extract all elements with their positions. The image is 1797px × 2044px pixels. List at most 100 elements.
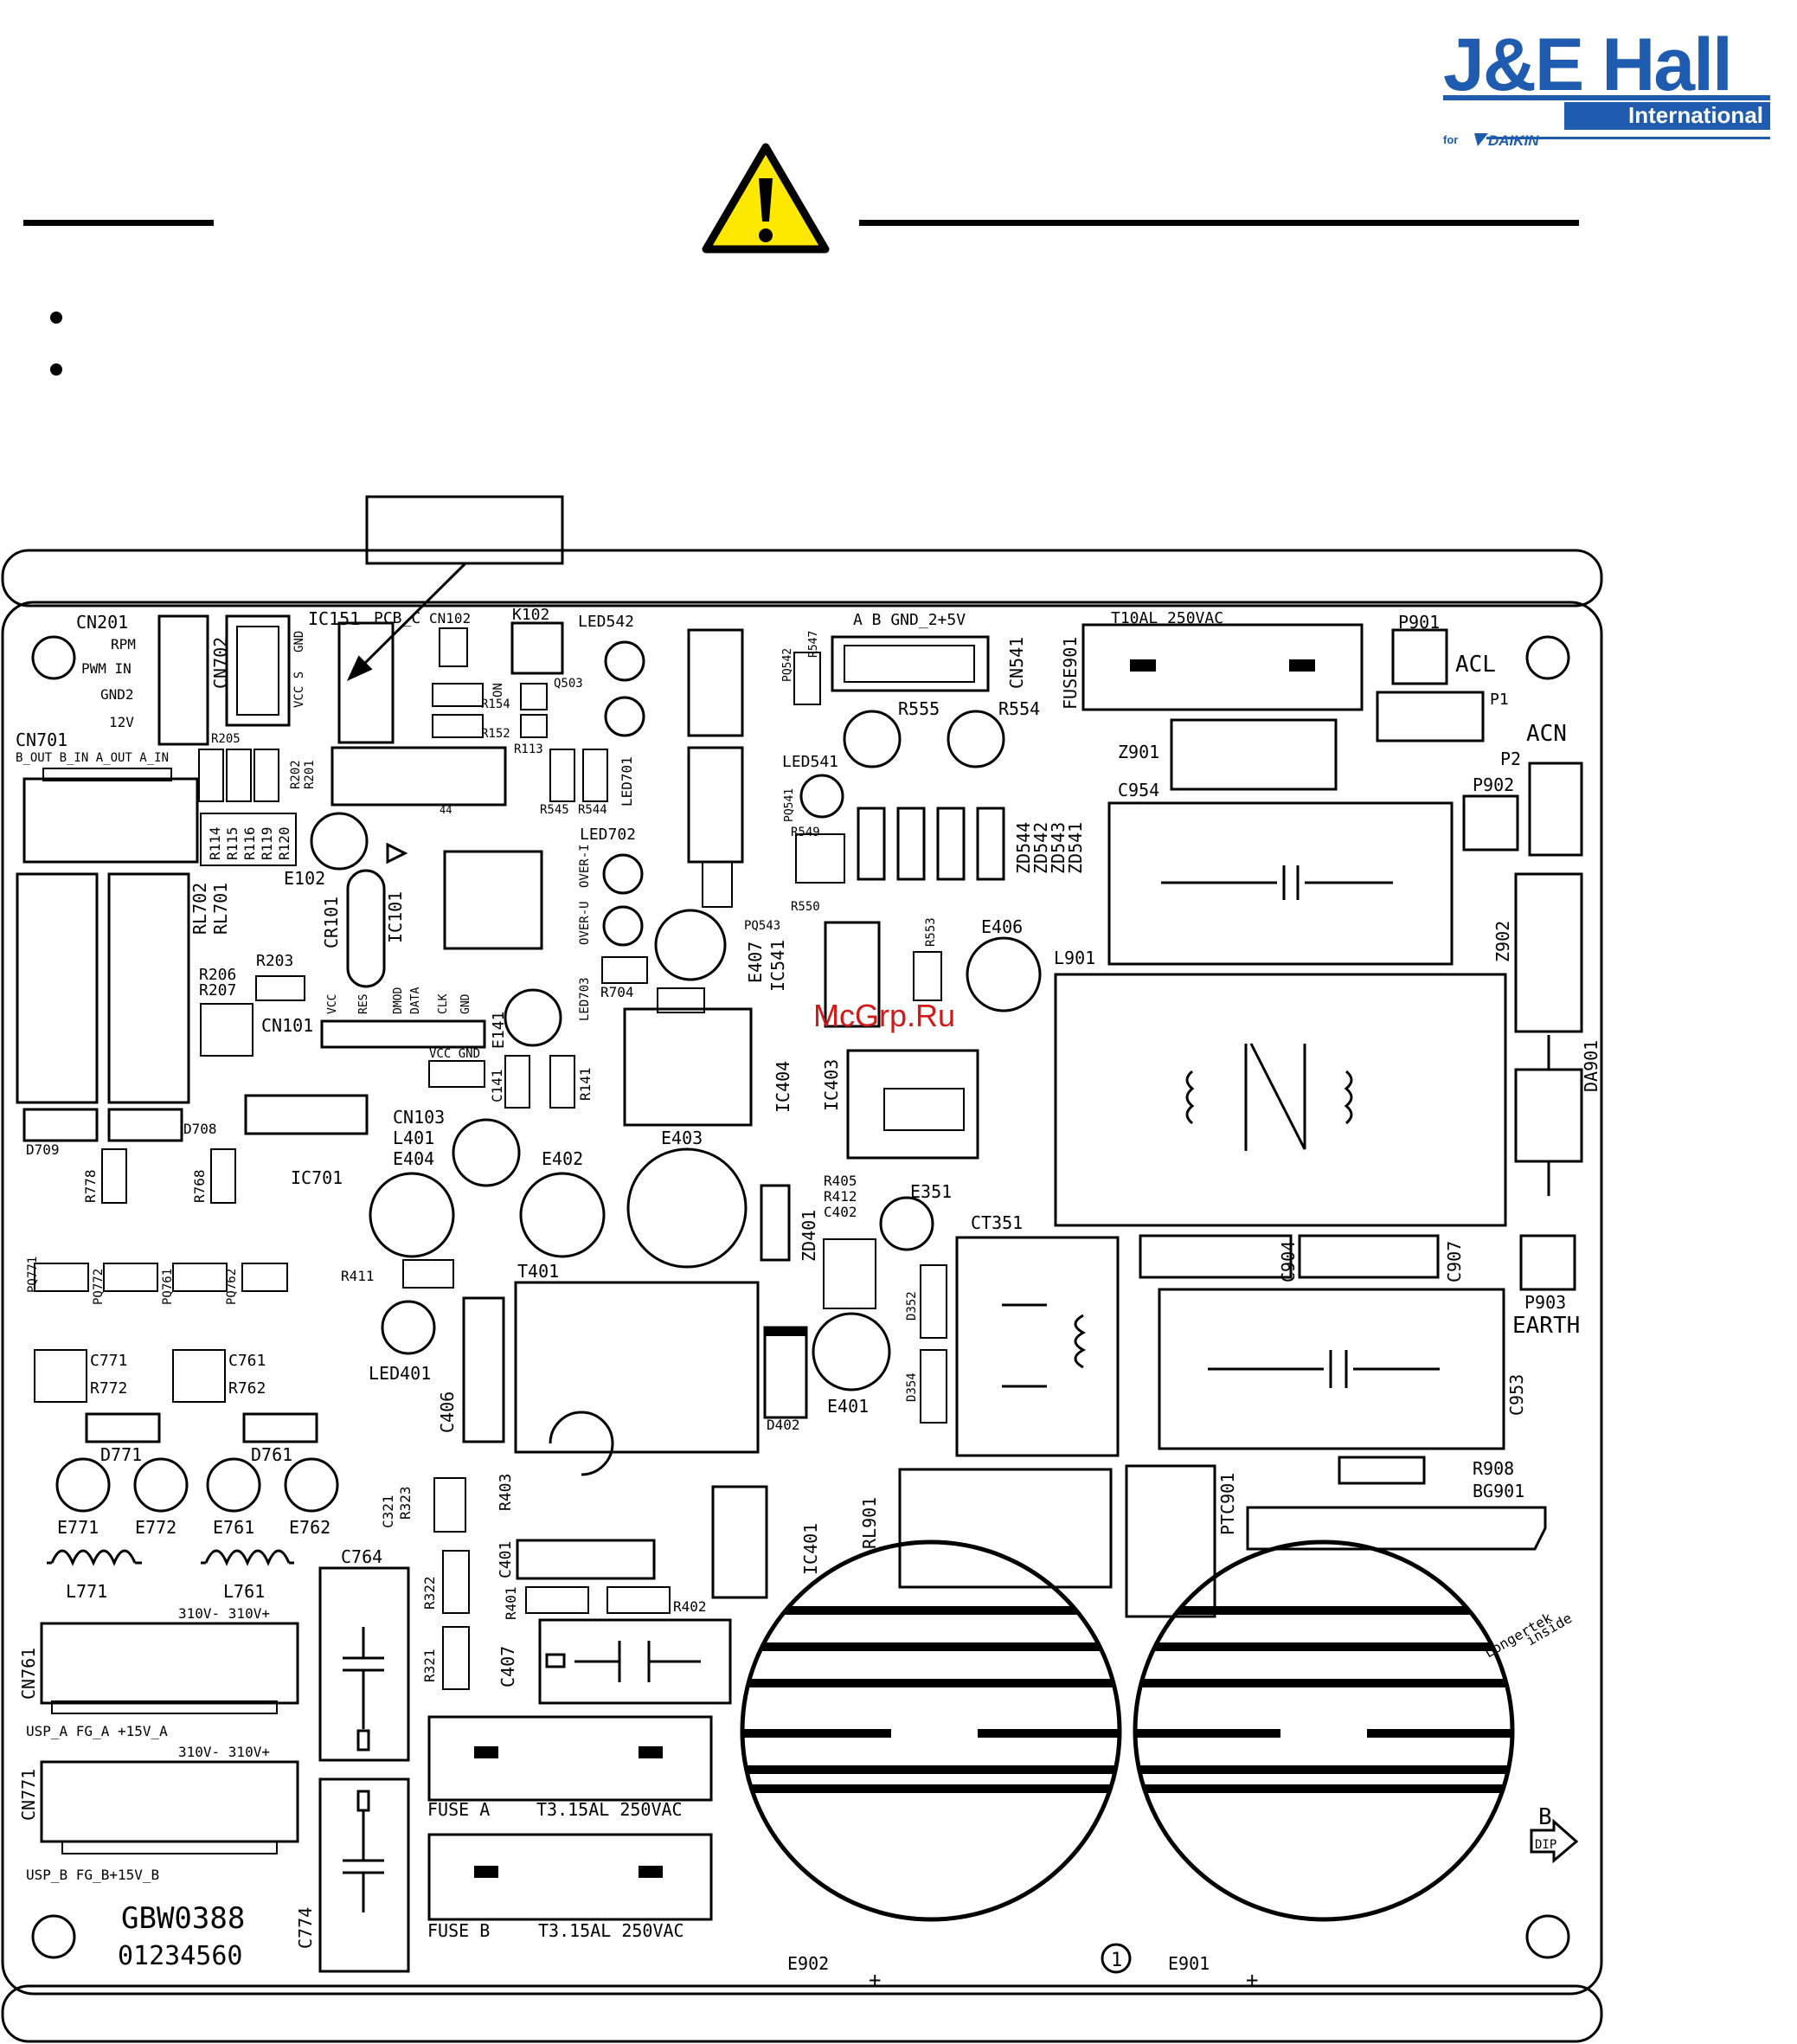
label-l771: L771 xyxy=(66,1581,107,1602)
cn101-header xyxy=(320,1019,486,1049)
rl702-relay xyxy=(16,872,99,1104)
d771-diode xyxy=(85,1412,161,1443)
label-d354: D354 xyxy=(905,1372,919,1402)
pq772-component xyxy=(103,1263,158,1292)
cr101-crystal xyxy=(346,869,386,988)
resistor-array-r114 xyxy=(200,813,297,866)
label-r553: R553 xyxy=(924,917,938,947)
rl701-relay xyxy=(107,872,190,1104)
label-dip: DIP xyxy=(1535,1838,1556,1852)
cn702-connector xyxy=(225,614,291,727)
label-r141: R141 xyxy=(577,1067,594,1101)
label-clk: CLK xyxy=(437,993,450,1014)
mounting-hole-tr xyxy=(1525,635,1570,680)
label-z902: Z902 xyxy=(1492,921,1513,962)
label-r768: R768 xyxy=(191,1169,208,1203)
label-ic101: IC101 xyxy=(385,891,406,943)
label-over-i: OVER-I xyxy=(578,844,592,888)
logo-rule xyxy=(1443,95,1770,100)
label-zd401: ZD401 xyxy=(799,1210,819,1262)
label-r778: R778 xyxy=(82,1169,99,1203)
e102-capacitor xyxy=(310,812,369,871)
header-rule-left xyxy=(23,220,214,226)
p901-terminal xyxy=(1391,628,1448,685)
l901-line-filter xyxy=(1054,973,1507,1227)
label-rpm: RPM xyxy=(111,636,136,652)
label-44: 44 xyxy=(440,804,452,816)
c764-capacitor xyxy=(318,1566,410,1762)
label-acl: ACL xyxy=(1455,652,1496,678)
label-cn771: CN771 xyxy=(18,1769,39,1821)
e406-capacitor xyxy=(966,936,1042,1012)
c907-capacitor xyxy=(1298,1234,1440,1279)
label-r402: R402 xyxy=(673,1598,707,1615)
label-e403: E403 xyxy=(661,1128,703,1148)
label-t315-b: T3.15AL 250VAC xyxy=(538,1920,684,1941)
label-d709: D709 xyxy=(26,1141,60,1158)
pq762-component xyxy=(241,1263,288,1292)
label-c774: C774 xyxy=(295,1907,316,1949)
ptc901-thermistor xyxy=(1125,1464,1216,1618)
d402-diode xyxy=(763,1326,808,1419)
label-c907: C907 xyxy=(1444,1241,1465,1282)
bullet-point-2 xyxy=(50,363,62,376)
label-e771: E771 xyxy=(57,1517,99,1538)
label-r403: R403 xyxy=(497,1474,515,1511)
label-pq762: PQ762 xyxy=(225,1269,239,1305)
label-ct351: CT351 xyxy=(971,1212,1023,1233)
e771-capacitor xyxy=(55,1457,111,1513)
label-e902-plus: + xyxy=(869,1968,881,1992)
label-gnd2: GND2 xyxy=(100,686,134,703)
label-e902: E902 xyxy=(787,1953,829,1974)
label-pq771: PQ771 xyxy=(26,1257,40,1293)
label-pwm-in: PWM IN xyxy=(81,660,132,677)
p1-terminal xyxy=(1376,691,1485,742)
label-r120: R120 xyxy=(276,826,292,860)
label-r323: R323 xyxy=(397,1486,414,1520)
label-ic151: IC151 xyxy=(308,608,360,629)
r403-component xyxy=(549,1411,614,1476)
label-e102: E102 xyxy=(284,868,325,889)
e762-capacitor xyxy=(284,1457,339,1513)
label-r411: R411 xyxy=(341,1268,375,1284)
d761-diode xyxy=(242,1412,318,1443)
label-fuse-b: FUSE B xyxy=(427,1920,490,1941)
label-pq541: PQ541 xyxy=(783,788,796,822)
label-usp-a: USP_A FG_A +15V_A xyxy=(26,1723,168,1739)
label-gnd-cn702: GND xyxy=(292,631,306,652)
r555-thermistor xyxy=(843,710,902,768)
r908-resistor xyxy=(1338,1456,1426,1485)
pq771-component xyxy=(34,1263,89,1292)
label-r116: R116 xyxy=(241,826,258,860)
label-r549: R549 xyxy=(791,826,820,839)
label-r401: R401 xyxy=(503,1586,519,1620)
ic401-chip xyxy=(711,1485,768,1599)
je-hall-logo: J&E Hall International for DAIKIN xyxy=(1443,19,1770,149)
label-e401: E401 xyxy=(827,1396,869,1417)
label-data: DATA xyxy=(409,987,422,1014)
label-ic403: IC403 xyxy=(821,1059,842,1111)
zd401-diode xyxy=(760,1184,791,1262)
led401-component xyxy=(381,1300,436,1355)
label-r405: R405 xyxy=(824,1173,857,1189)
label-led701: LED701 xyxy=(619,756,635,807)
label-q503: Q503 xyxy=(554,677,583,691)
heatsink-top xyxy=(1,549,1603,607)
label-pq543: PQ543 xyxy=(744,919,780,933)
d708-diode xyxy=(107,1108,183,1142)
label-12v: 12V xyxy=(109,714,134,730)
bullet-point-1 xyxy=(50,312,62,324)
logo-sub-bar xyxy=(1564,102,1770,130)
ic403-regulator xyxy=(846,1049,979,1160)
label-e901-plus: + xyxy=(1246,1968,1258,1992)
label-e901: E901 xyxy=(1168,1953,1210,1974)
label-cn701: CN701 xyxy=(16,730,67,750)
callout-arrow-head xyxy=(346,655,373,682)
label-fuse-a: FUSE A xyxy=(427,1799,490,1820)
l401-inductor xyxy=(452,1118,521,1187)
marker-circle-1 xyxy=(1101,1943,1132,1974)
e902-bulk-capacitor xyxy=(740,1539,1122,1922)
label-cn201: CN201 xyxy=(76,612,128,633)
cn761-connector xyxy=(40,1622,299,1705)
